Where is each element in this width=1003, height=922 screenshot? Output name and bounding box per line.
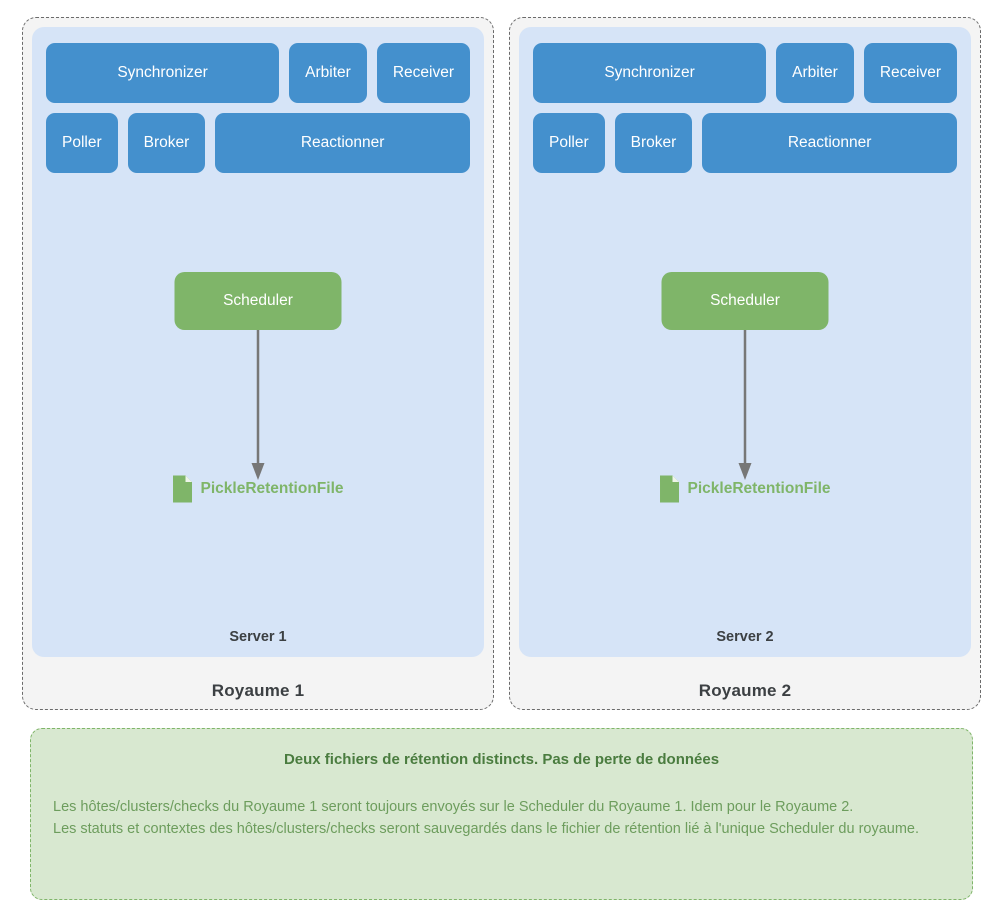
file-icon <box>173 475 193 503</box>
daemon-receiver[interactable]: Receiver <box>376 43 470 103</box>
daemon-synchronizer[interactable]: Synchronizer <box>533 43 767 103</box>
realm-label-2: Royaume 2 <box>698 681 792 700</box>
daemon-row-1-0: Synchronizer Arbiter Receiver <box>46 43 470 103</box>
daemon-reactionner[interactable]: Reactionner <box>215 113 470 173</box>
retention-file-1: PickleRetentionFile <box>173 475 344 503</box>
daemon-poller[interactable]: Poller <box>46 113 118 173</box>
note-title: Deux fichiers de rétention distincts. Pa… <box>283 751 720 768</box>
scheduler-box-1[interactable]: Scheduler <box>174 272 342 330</box>
daemon-row-2-0: Synchronizer Arbiter Receiver <box>533 43 957 103</box>
note-box: Deux fichiers de rétention distincts. Pa… <box>30 728 973 900</box>
daemon-synchronizer[interactable]: Synchronizer <box>46 43 280 103</box>
retention-file-label-1: PickleRetentionFile <box>200 480 344 497</box>
server-label-1: Server 1 <box>229 629 287 645</box>
retention-file-label-2: PickleRetentionFile <box>687 480 831 497</box>
server-label-2: Server 2 <box>716 629 774 645</box>
note-paragraph-1: Les hôtes/clusters/checks du Royaume 1 s… <box>53 799 854 815</box>
realm-container-1: Synchronizer Arbiter Receiver Poller Bro… <box>22 17 494 710</box>
daemon-reactionner[interactable]: Reactionner <box>702 113 957 173</box>
daemon-grid-1: Synchronizer Arbiter Receiver Poller Bro… <box>46 43 470 183</box>
realm-label-1: Royaume 1 <box>211 681 305 700</box>
daemon-grid-2: Synchronizer Arbiter Receiver Poller Bro… <box>533 43 957 183</box>
note-paragraph-2: Les statuts et contextes des hôtes/clust… <box>53 821 920 838</box>
server-panel-1: Synchronizer Arbiter Receiver Poller Bro… <box>32 27 484 657</box>
realm-container-2: Synchronizer Arbiter Receiver Poller Bro… <box>509 17 981 710</box>
server-panel-2: Synchronizer Arbiter Receiver Poller Bro… <box>519 27 971 657</box>
scheduler-box-2[interactable]: Scheduler <box>661 272 829 330</box>
scheduler-to-retention-arrow-2 <box>738 330 752 480</box>
daemon-arbiter[interactable]: Arbiter <box>776 43 854 103</box>
daemon-arbiter[interactable]: Arbiter <box>289 43 367 103</box>
retention-file-2: PickleRetentionFile <box>660 475 831 503</box>
daemon-row-2-1: Poller Broker Reactionner <box>533 113 957 173</box>
daemon-broker[interactable]: Broker <box>614 113 693 173</box>
daemon-broker[interactable]: Broker <box>127 113 206 173</box>
scheduler-to-retention-arrow-1 <box>251 330 265 480</box>
daemon-poller[interactable]: Poller <box>533 113 605 173</box>
daemon-row-1-1: Poller Broker Reactionner <box>46 113 470 173</box>
daemon-receiver[interactable]: Receiver <box>863 43 957 103</box>
file-icon <box>660 475 680 503</box>
